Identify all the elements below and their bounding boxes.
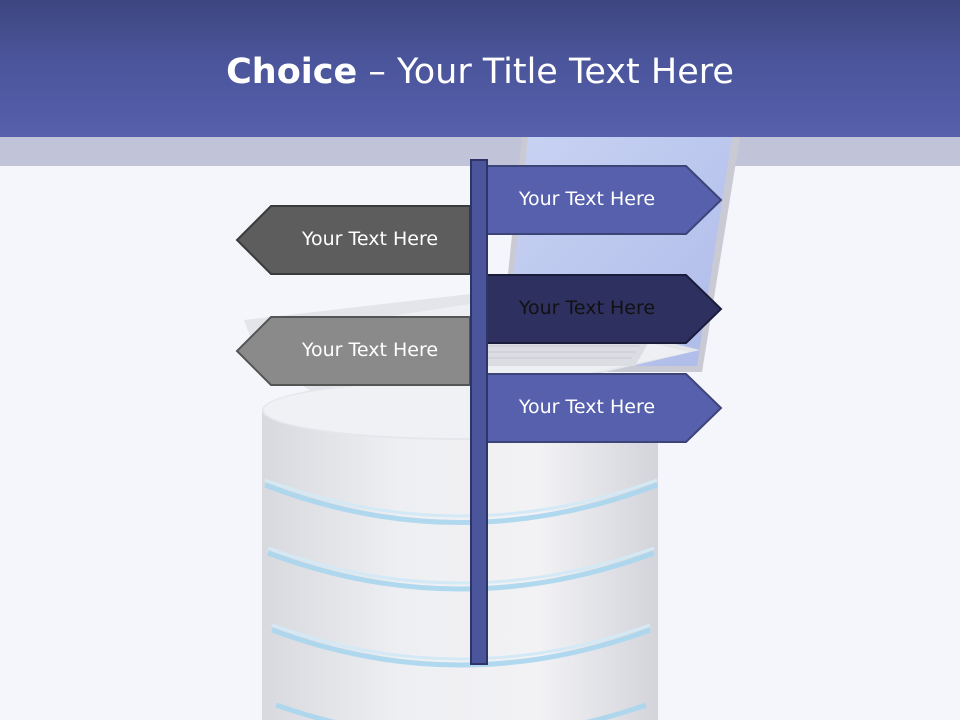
sign-label-5: Your Text Here	[518, 396, 656, 418]
sign-label-3: Your Text Here	[518, 297, 656, 319]
sign-label-2: Your Text Here	[301, 228, 439, 250]
title-banner	[0, 0, 960, 137]
slide-title: Choice – Your Title Text Here	[0, 52, 960, 92]
title-rest: – Your Title Text Here	[357, 52, 734, 92]
sign-label-1: Your Text Here	[518, 188, 656, 210]
title-bold: Choice	[226, 52, 358, 92]
signpost-pole	[470, 159, 488, 665]
signpost	[235, 159, 723, 665]
sign-label-4: Your Text Here	[301, 339, 439, 361]
